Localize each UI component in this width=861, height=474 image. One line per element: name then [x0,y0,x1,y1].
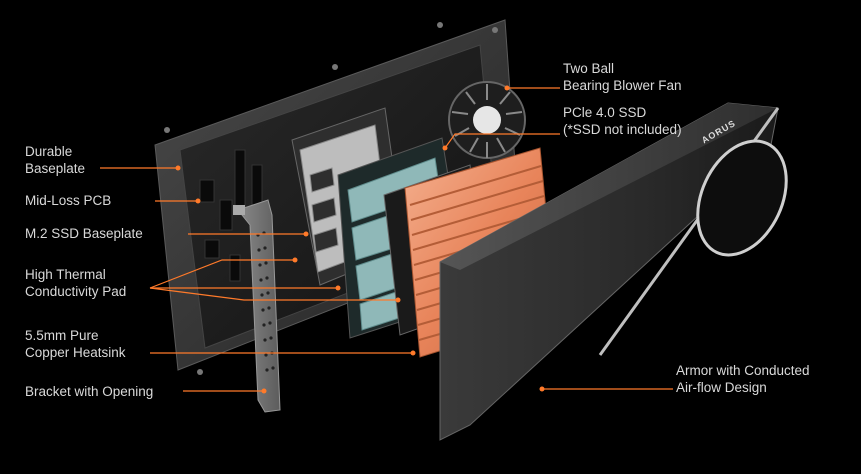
label-bracket: Bracket with Opening [25,383,153,400]
leader-pcie-ssd [444,133,560,149]
label-copper-heatsink: 5.5mm Pure Copper Heatsink [25,327,126,361]
blower-fan-icon [448,81,526,159]
armor-shroud: AORUS [439,102,788,441]
label-durable-baseplate-line2: Baseplate [25,161,86,176]
label-blower-fan-line2: Bearing Blower Fan [563,78,682,93]
label-bracket-line1: Bracket with Opening [25,384,154,399]
pci-bracket [233,199,281,413]
leader-lines [100,87,673,392]
label-blower-fan-line1: Two Ball [563,61,615,76]
label-mid-loss-pcb: Mid-Loss PCB [25,192,111,209]
label-armor-line1: Armor with Conducted [676,363,810,378]
armor-fan-opening [696,139,788,257]
label-pcie-ssd: PCle 4.0 SSD (*SSD not included) [563,104,682,138]
label-thermal-pad-line2: Conductivity Pad [25,284,127,299]
label-mid-loss-pcb-line1: Mid-Loss PCB [25,193,112,208]
label-durable-baseplate-line1: Durable [25,144,73,159]
label-copper-heatsink-line2: Copper Heatsink [25,345,126,360]
label-m2-ssd-baseplate-line1: M.2 SSD Baseplate [25,226,143,241]
label-pcie-ssd-note: (*SSD not included) [563,122,682,137]
label-armor-line2: Air-flow Design [676,380,767,395]
label-thermal-pad: High Thermal Conductivity Pad [25,266,126,300]
label-blower-fan: Two Ball Bearing Blower Fan [563,60,682,94]
label-pcie-ssd-line1: PCle 4.0 SSD [563,105,647,120]
label-thermal-pad-line1: High Thermal [25,267,106,282]
leader-thermal-pad-3 [149,287,398,301]
pcb-components [199,149,263,282]
label-durable-baseplate: Durable Baseplate [25,143,85,177]
label-copper-heatsink-line1: 5.5mm Pure [25,328,99,343]
leader-thermal-pad [149,259,295,289]
label-m2-ssd-baseplate: M.2 SSD Baseplate [25,225,143,242]
label-armor: Armor with Conducted Air-flow Design [676,362,810,396]
leader-dots [175,85,545,394]
